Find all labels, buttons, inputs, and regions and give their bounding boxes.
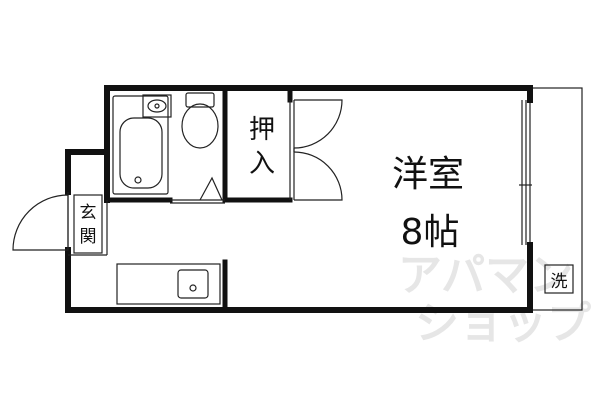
watermark-logo: アパマン ショップ xyxy=(398,250,591,349)
toilet-door xyxy=(199,176,223,201)
closet-label-line1: 押 xyxy=(249,115,275,145)
washer-space: 洗 xyxy=(544,264,574,294)
western-room: 洋室 8帖 xyxy=(392,154,464,253)
kitchen-counter xyxy=(116,263,221,305)
entrance-label-line2: 関 xyxy=(80,227,97,247)
balcony xyxy=(519,87,583,311)
room-name: 洋室 xyxy=(392,154,464,195)
svg-text:アパマン: アパマン xyxy=(398,250,573,301)
toilet xyxy=(181,92,219,149)
washbasin xyxy=(142,94,172,118)
washer-label: 洗 xyxy=(551,272,568,292)
bathtub xyxy=(112,95,169,195)
interior-walls xyxy=(104,87,293,313)
entrance: 玄 関 xyxy=(73,194,103,254)
room-size: 8帖 xyxy=(401,212,460,253)
entrance-door xyxy=(12,194,69,251)
closet-label-line2: 入 xyxy=(249,149,275,179)
closet-doors xyxy=(293,99,343,201)
exterior-walls xyxy=(65,85,533,313)
entrance-label-line1: 玄 xyxy=(80,203,97,223)
svg-text:ショップ: ショップ xyxy=(415,298,591,349)
closet: 押 入 xyxy=(249,115,275,179)
